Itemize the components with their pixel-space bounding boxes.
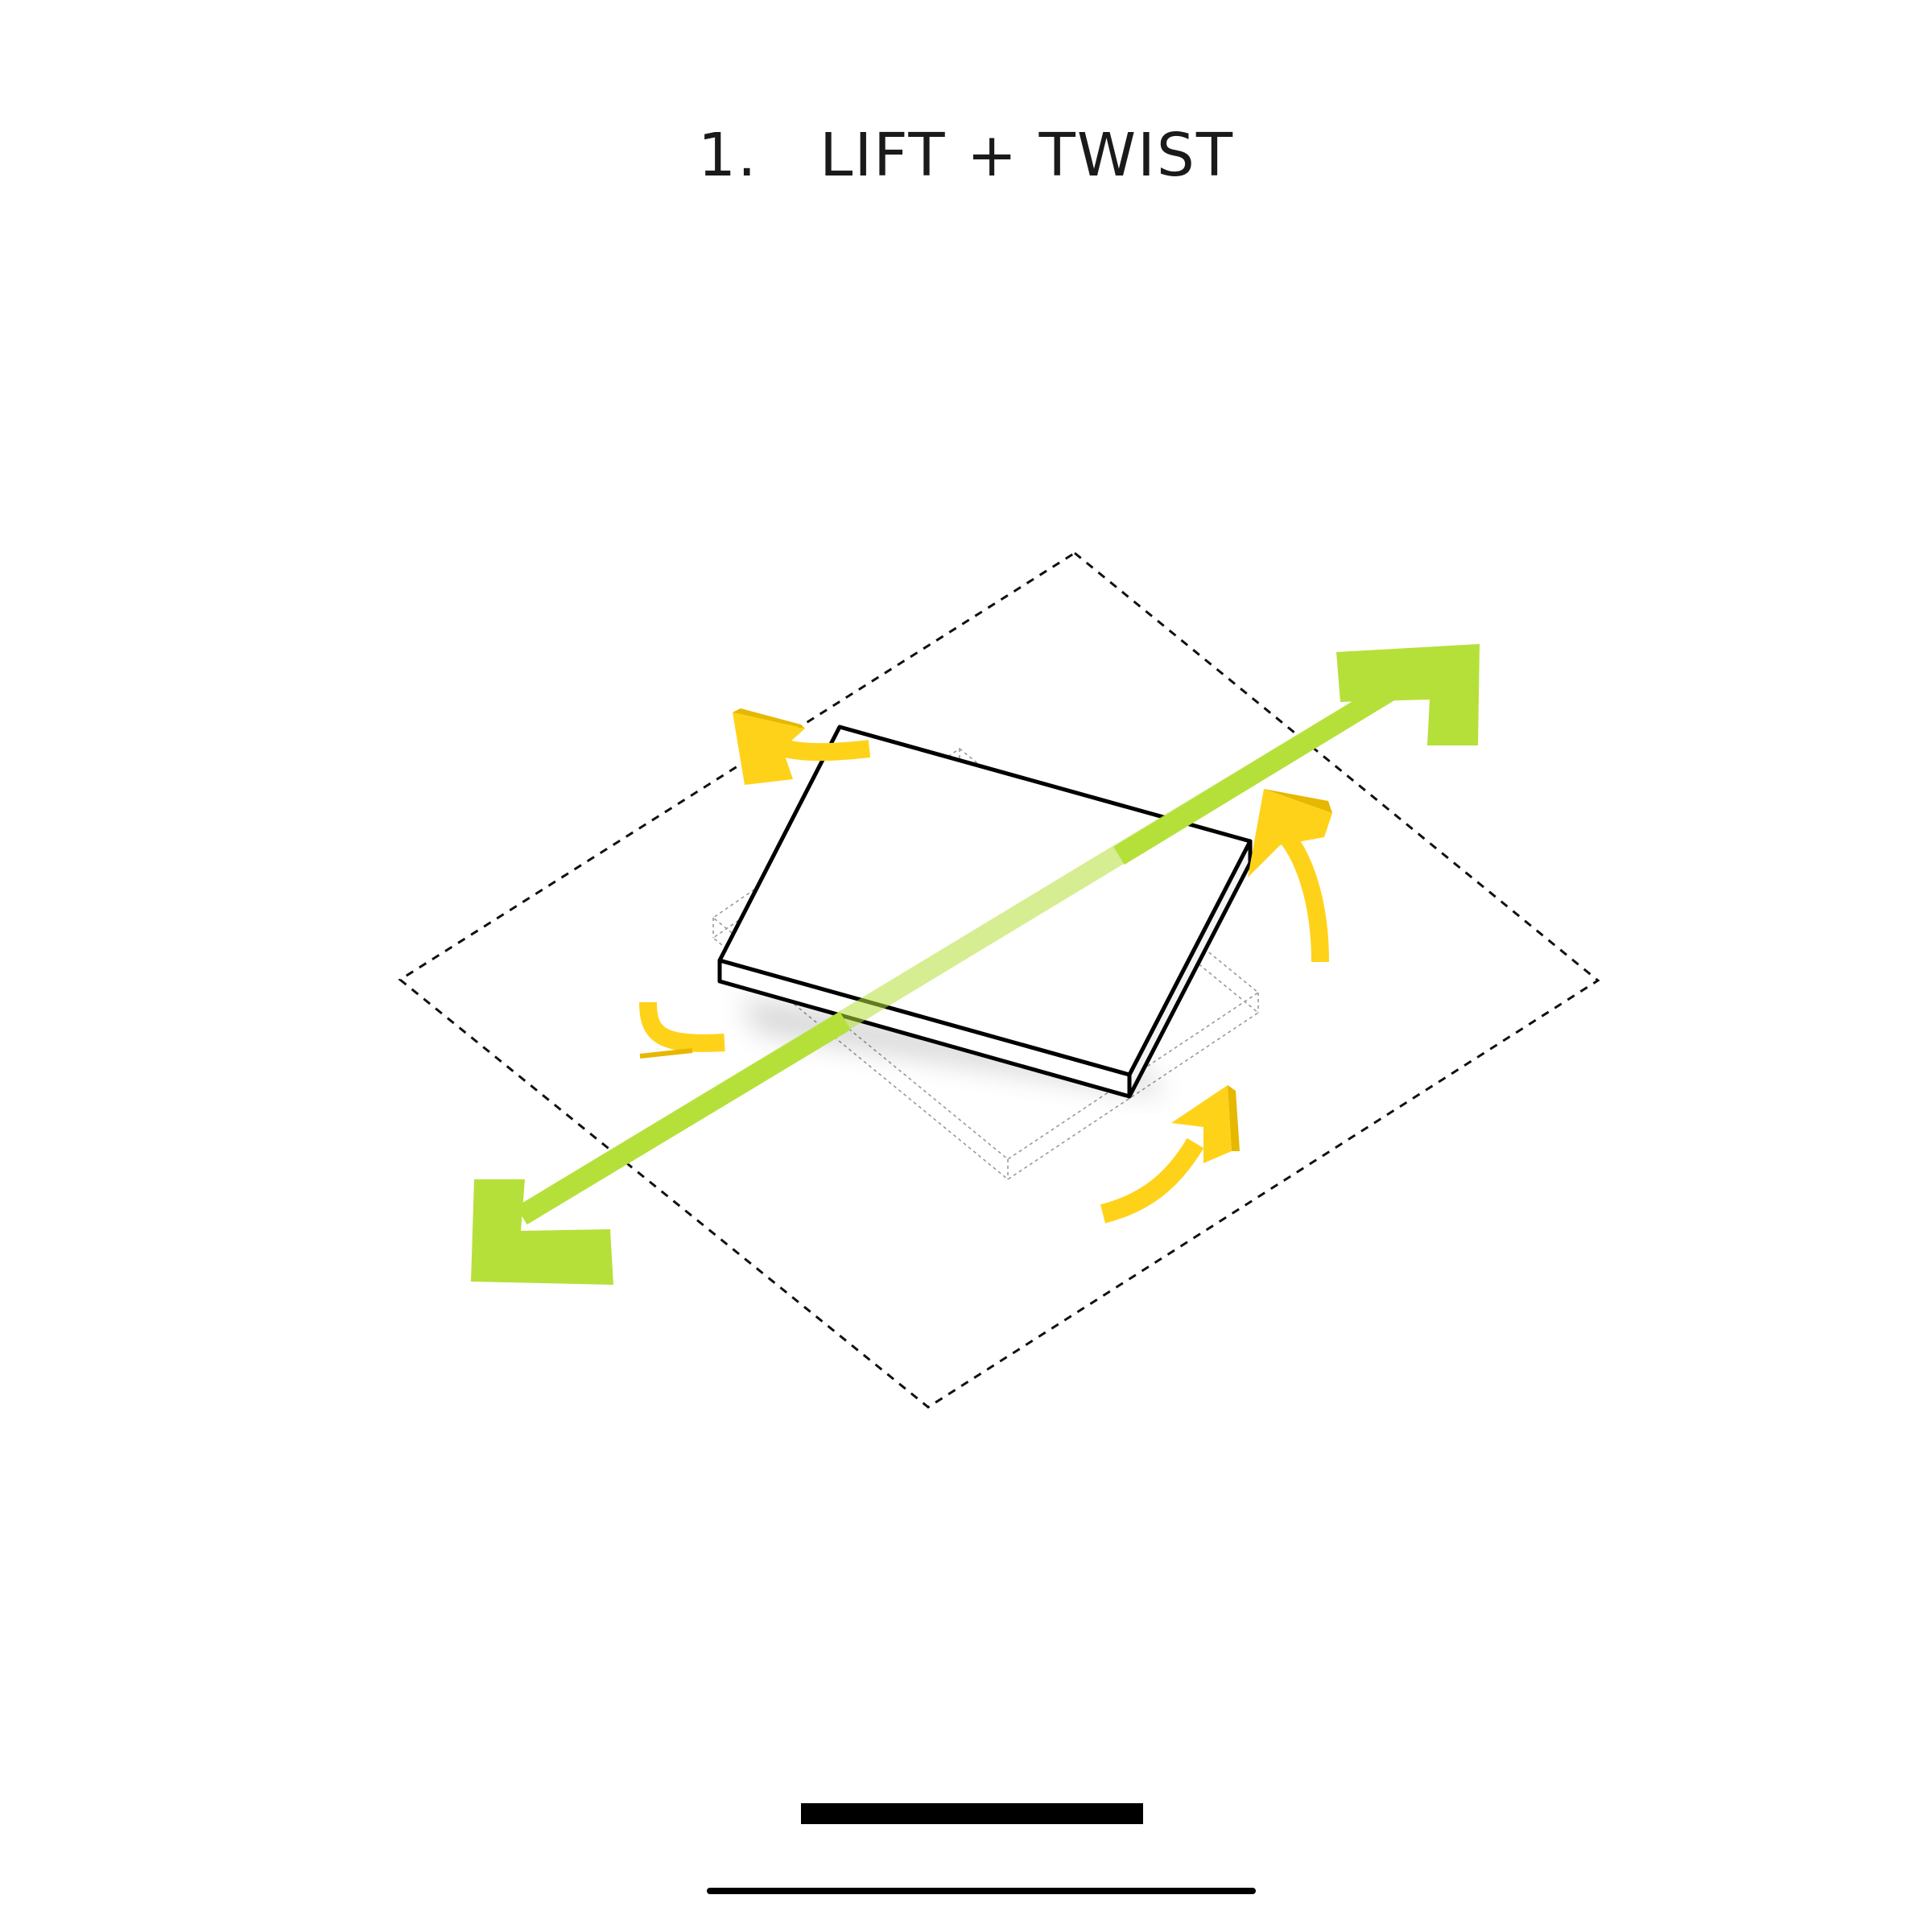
diagram-title: 1. LIFT + TWIST — [697, 121, 1235, 190]
rotation-arrow-left-icon — [639, 1001, 725, 1059]
slab-top — [717, 724, 1253, 1077]
rotation-arrow-right-icon — [1248, 789, 1332, 963]
scale-bar-thick — [801, 1803, 1143, 1824]
rotation-arrow-top-left-icon — [733, 708, 871, 785]
scale-bar-thin — [707, 1888, 1256, 1894]
site-boundary — [398, 551, 1600, 1409]
axis-arrow-icon — [471, 644, 1480, 1285]
rotation-arrows — [639, 708, 1332, 1224]
rotation-arrow-bottom-right-icon — [1100, 1085, 1240, 1224]
